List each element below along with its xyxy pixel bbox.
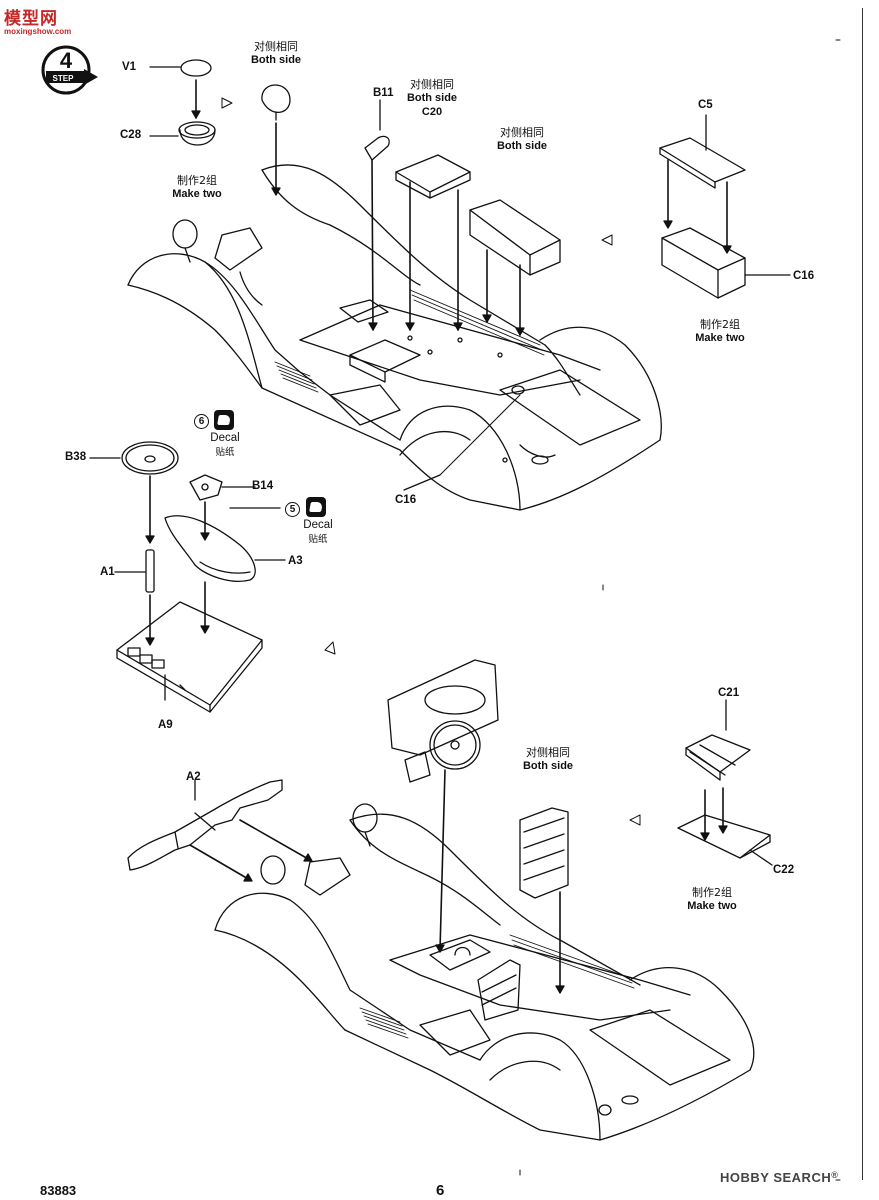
upper-chassis: [127, 164, 662, 511]
note-make-two-2-en: Make two: [695, 331, 745, 344]
watermark-hobby-search-text: HOBBY SEARCH: [720, 1170, 832, 1185]
decal-5-label: Decal: [303, 519, 333, 531]
label-b11: B11: [373, 87, 394, 99]
decal-5-label-cn: 贴纸: [308, 534, 328, 545]
product-code: 83883: [40, 1183, 77, 1198]
note-both-side-1: 对侧相同 Both side: [251, 40, 301, 68]
note-make-two-3-en: Make two: [687, 899, 737, 912]
decal-5-number: 5: [285, 502, 300, 517]
label-b38: B38: [65, 451, 87, 463]
step-badge-icon: 4 STEP: [41, 45, 98, 95]
decal-icon: [214, 410, 234, 430]
watermark-hobby-search: HOBBY SEARCH®: [720, 1170, 838, 1185]
note-make-two-3: 制作2组 Make two: [687, 886, 737, 914]
note-both-side-2-en: Both side: [406, 91, 458, 104]
note-both-side-1-en: Both side: [250, 53, 302, 66]
label-b14: B14: [252, 480, 274, 492]
label-c16-right: C16: [793, 270, 815, 282]
watermark-logo: 模型网 moxingshow.com: [4, 4, 71, 36]
decal-6-label: Decal: [210, 432, 240, 444]
decal-6-number: 6: [194, 414, 209, 429]
watermark-logo-text: 模型网: [4, 9, 58, 29]
label-c28: C28: [120, 129, 142, 141]
note-both-side-3-en: Both side: [496, 139, 548, 152]
step-badge: 4 STEP: [40, 44, 100, 96]
label-c22: C22: [773, 864, 795, 876]
decal-6: Decal 贴纸: [205, 432, 245, 458]
label-c21: C21: [718, 687, 740, 699]
lower-chassis: [127, 659, 773, 1141]
step-label: STEP: [53, 74, 75, 83]
page-frame: [10, 8, 863, 1180]
decal-icon: [306, 497, 326, 517]
label-c5: C5: [698, 99, 713, 111]
note-both-side-3: 对侧相同 Both side: [497, 126, 547, 154]
note-both-side-4: 对侧相同 Both side: [523, 746, 573, 774]
note-both-side-1-cn: 对侧相同: [254, 40, 298, 53]
note-make-two-2-cn: 制作2组: [699, 318, 740, 331]
label-a3: A3: [288, 555, 303, 567]
decal-6-label-cn: 贴纸: [215, 447, 235, 458]
note-make-two-1-en: Make two: [172, 187, 222, 200]
note-make-two-1: 制作2组 Make two: [172, 174, 222, 202]
step-number: 4: [60, 48, 73, 73]
note-both-side-2: 对侧相同 Both side C20: [407, 78, 457, 119]
note-make-two-2: 制作2组 Make two: [695, 318, 745, 346]
watermark-reg-mark: ®: [831, 1170, 839, 1180]
margin-marks: [519, 39, 841, 1181]
note-both-side-2-cn: 对侧相同: [410, 78, 454, 91]
label-a2: A2: [186, 771, 201, 783]
note-both-side-4-en: Both side: [522, 759, 574, 772]
label-a9: A9: [158, 719, 173, 731]
watermark-url: moxingshow.com: [4, 27, 72, 36]
page-number: 6: [436, 1182, 445, 1199]
note-make-two-3-cn: 制作2组: [691, 886, 732, 899]
note-both-side-3-cn: 对侧相同: [500, 126, 544, 139]
dash-subassembly: [89, 441, 336, 713]
label-v1: V1: [122, 61, 137, 73]
note-make-two-1-cn: 制作2组: [176, 174, 217, 187]
label-c20: C20: [421, 105, 443, 118]
label-a1: A1: [100, 566, 115, 578]
label-c16-mid: C16: [395, 494, 417, 506]
note-both-side-4-cn: 对侧相同: [526, 746, 570, 759]
parts-upper: [149, 59, 791, 491]
decal-5: Decal 贴纸: [298, 519, 338, 545]
